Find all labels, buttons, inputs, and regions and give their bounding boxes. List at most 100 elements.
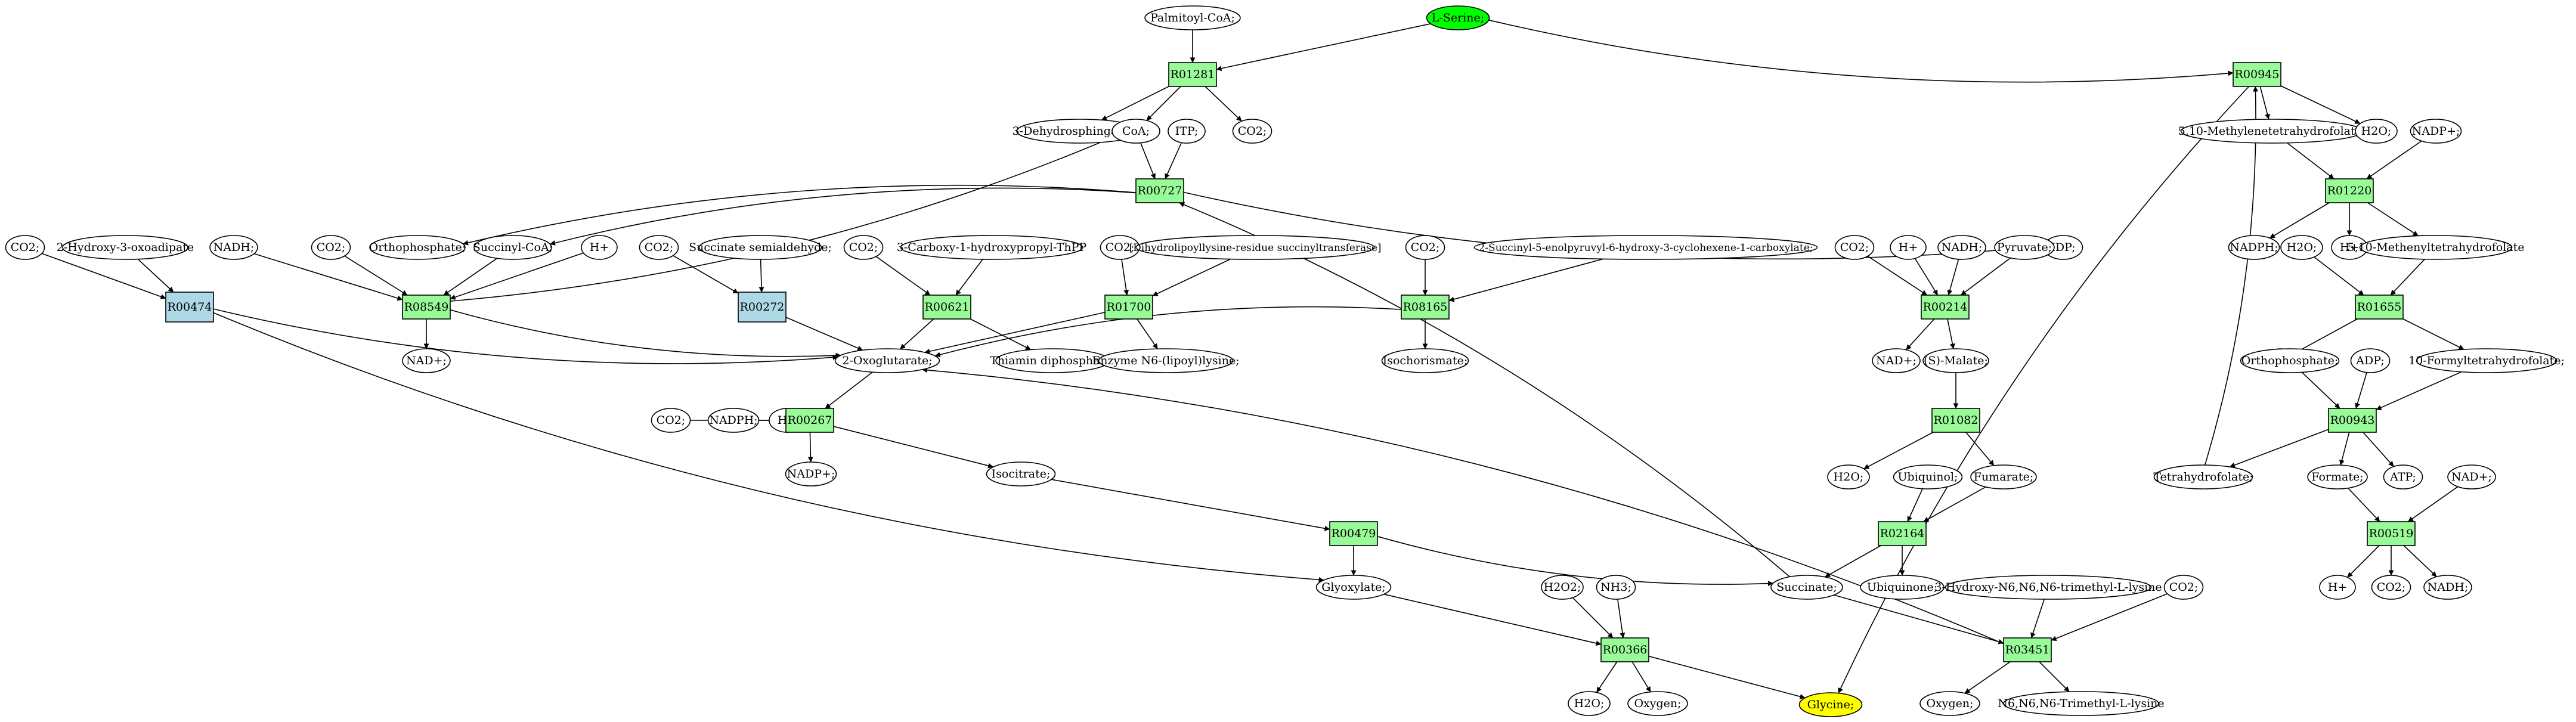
node-label: CO2;: [1238, 125, 1267, 138]
edge-pyruvate-to-r00214: [1961, 258, 2011, 296]
node-label: H2O2;: [1544, 581, 1581, 594]
edge-r01082-to-fumarate: [1965, 432, 1995, 466]
metabolite-node-nh3: NH3;: [1596, 575, 1636, 600]
metabolite-node-enzyme-n6-lipoyl-lysine: Enzyme N6-(lipoyl)lysine;: [1092, 348, 1240, 373]
edge-r01220-to-nadph_a: [2269, 202, 2330, 238]
reaction-box: [1401, 295, 1450, 320]
metabolite-node-succinate-semialdehyde: Succinate semialdehyde;: [689, 235, 832, 260]
metabolite-ellipse: [1541, 575, 1584, 600]
metabolite-ellipse: [1405, 235, 1445, 260]
metabolite-node-isochorismate: Isochorismate;: [1381, 348, 1469, 373]
metabolite-node-2-oxoglutarate: 2-Oxoglutarate;: [834, 348, 940, 373]
metabolite-ellipse: [1426, 5, 1490, 30]
metabolite-node-co2: CO2;: [311, 235, 351, 260]
node-label: CoA;: [1122, 125, 1150, 138]
metabolite-node-n6-n6-n6-trimethyl-l-lysine: N6,N6,N6-Trimethyl-L-lysine: [1998, 691, 2165, 716]
metabolite-ellipse: [1860, 575, 1945, 600]
metabolite-ellipse: [1232, 119, 1272, 144]
metabolite-node-formate: Formate;: [2307, 464, 2368, 489]
reaction-box: [1104, 295, 1153, 320]
metabolite-ellipse: [1937, 235, 1986, 260]
metabolite-node-3-hydroxy-n6-n6-n6-trimethyl-l-lysine: 3-Hydroxy-N6,N6,N6-trimethyl-L-lysine: [1934, 575, 2162, 600]
edge-r00214-to-smalate: [1947, 318, 1955, 349]
node-label: NADH;: [1942, 241, 1983, 254]
edge-r00519-to-hplus_f: [2347, 545, 2380, 578]
metabolite-node-h: H+: [581, 235, 618, 260]
metabolite-node-co2: CO2;: [5, 235, 45, 260]
node-label: NH3;: [1600, 581, 1631, 594]
metabolite-ellipse: [311, 235, 351, 260]
metabolite-ellipse: [1827, 464, 1870, 489]
edge-r00945-to-h2o_a: [2280, 85, 2361, 124]
node-label: H+: [1899, 241, 1918, 254]
metabolite-ellipse: [2423, 575, 2472, 600]
node-label: CO2;: [645, 241, 674, 254]
node-label: Palmitoyl-CoA;: [1150, 11, 1235, 24]
edge-hplus_a-to-r08549: [450, 252, 584, 300]
metabolite-node-nadph: NADPH;: [2228, 235, 2280, 260]
edge-formate-to-r00519: [2348, 488, 2380, 522]
metabolite-ellipse: [2410, 119, 2462, 144]
metabolite-ellipse: [1834, 235, 1875, 260]
node-label: NADH;: [213, 241, 255, 254]
node-label: H+: [2340, 241, 2360, 254]
edge-fumarate-to-r02164: [1923, 487, 1986, 522]
metabolite-node-oxygen: Oxygen;: [1627, 691, 1688, 716]
metabolite-ellipse: [2355, 119, 2398, 144]
node-label: CO2;: [317, 241, 346, 254]
edge-r00727-to-orthophos_a: [463, 184, 1137, 246]
node-label: R00943: [2330, 414, 2375, 427]
node-label: R01220: [2327, 184, 2372, 197]
node-label: [Dihydrolipoyllysine-residue succinyltra…: [1129, 242, 1381, 254]
node-label: Orthophosphate;: [369, 241, 466, 254]
edge-r08549-to-coa: [450, 136, 1115, 302]
metabolite-ellipse: [2307, 464, 2368, 489]
reaction-box: [922, 295, 971, 320]
metabolite-node-dihydrolipoyllysine-residue-succinyltransferase: [Dihydrolipoyllysine-residue succinyltra…: [1129, 235, 1382, 260]
node-label: Oxygen;: [1926, 697, 1973, 710]
node-label: R00366: [1603, 643, 1648, 656]
node-label: CO2;: [2377, 581, 2406, 594]
edge-r00474-to-oxoglutarate: [213, 308, 838, 364]
edge-co2_e-to-r00621: [875, 256, 931, 296]
metabolite-node-pyruvate: Pyruvate;: [1994, 235, 2055, 260]
node-label: Fumarate;: [1974, 470, 2033, 484]
edge-serine-to-r00945: [1488, 19, 2234, 83]
metabolite-node-co2: CO2;: [2371, 575, 2411, 600]
node-label: 3-Hydroxy-N6,N6,N6-trimethyl-L-lysine: [1934, 581, 2162, 594]
metabolite-ellipse: [1893, 464, 1963, 489]
reaction-node-r08549: R08549: [402, 295, 451, 320]
metabolite-node-h2o: H2O;: [2355, 119, 2398, 144]
reaction-box: [2325, 178, 2374, 203]
metabolite-ellipse: [651, 408, 691, 433]
metabolite-ellipse: [369, 235, 466, 260]
edge-nadplus_c-to-r00519: [2407, 486, 2459, 522]
metabolite-node-nadh: NADH;: [209, 235, 258, 260]
metabolite-node-co2: CO2;: [2163, 575, 2204, 600]
node-label: 2-Oxoglutarate;: [842, 354, 932, 367]
node-label: 3-Carboxy-1-hydroxypropyl-ThPP: [897, 241, 1087, 254]
metabolite-ellipse: [1315, 575, 1392, 600]
edge-oxoglutarate-to-r00267: [825, 371, 873, 409]
metabolite-node-nadph: NADPH;: [707, 408, 760, 433]
metabolite-ellipse: [1111, 119, 1160, 144]
reaction-node-r00474: R00474: [165, 292, 214, 323]
edge-thf-to-r00945: [2204, 86, 2259, 466]
reaction-box: [2367, 521, 2416, 546]
edge-r03451-to-tml: [2039, 661, 2070, 692]
node-label: R00272: [740, 300, 785, 314]
node-label: H2O;: [2361, 125, 2392, 138]
edge-r01281-to-coa: [1146, 86, 1181, 121]
metabolite-ellipse: [1890, 235, 1927, 260]
metabolite-ellipse: [1798, 692, 1863, 717]
metabolite-node-co2: CO2;: [1405, 235, 1445, 260]
metabolite-node-2-succinyl-5-enolpyruvyl-6-hydroxy-3-cyclohexene-1-carboxylate: 2-Succinyl-5-enolpyruvyl-6-hydroxy-3-cyc…: [1473, 235, 1818, 260]
node-label: CO2;: [11, 241, 40, 254]
node-label: 5,10-Methenyltetrahydrofolate: [2348, 241, 2525, 254]
node-label: Succinyl-CoA;: [473, 241, 553, 254]
edge-co2_b-to-r00474: [41, 253, 166, 299]
edge-r00621-to-thiamin: [970, 318, 1032, 351]
metabolite-ellipse: [1098, 348, 1234, 373]
node-label: CO2;: [849, 241, 878, 254]
metabolite-node-co2: CO2;: [651, 408, 691, 433]
